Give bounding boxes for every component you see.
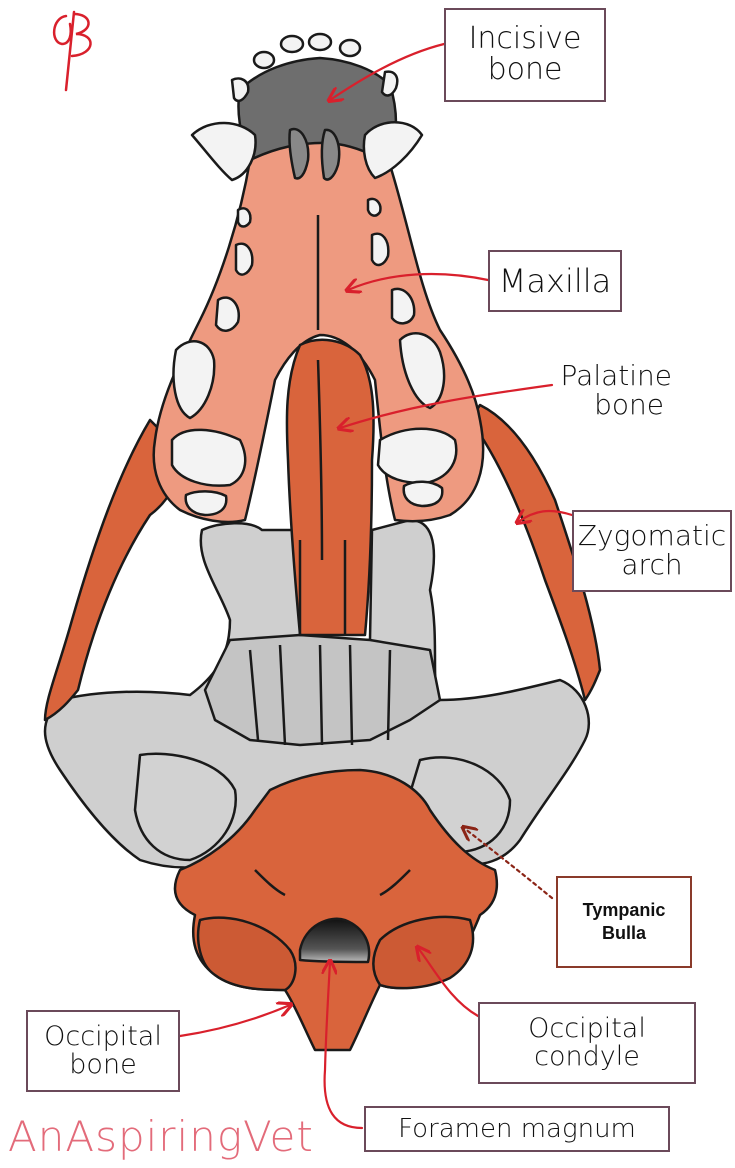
label-palatine-bone-line1: Palatine — [560, 359, 672, 392]
arrow-occipital-condyle — [418, 948, 480, 1018]
label-tympanic-bulla-line2: Bulla — [601, 923, 646, 943]
label-incisive-bone: Incisive bone — [444, 8, 606, 102]
label-occipital-condyle-line1: Occipital — [528, 1013, 646, 1045]
arrow-foramen-magnum — [325, 962, 364, 1130]
label-occipital-condyle-line2: condyle — [534, 1041, 640, 1072]
label-incisive-bone-line1: Incisive — [468, 21, 582, 57]
initials-mark — [53, 10, 92, 92]
label-foramen-magnum-line1: Foramen magnum — [398, 1113, 636, 1144]
label-foramen-magnum: Foramen magnum — [364, 1106, 670, 1152]
maxilla-region — [152, 138, 485, 524]
label-occipital-condyle: Occipital condyle — [478, 1002, 696, 1084]
label-occipital-bone-line1: Occipital — [44, 1021, 162, 1053]
label-occipital-bone: Occipital bone — [26, 1010, 180, 1092]
arrow-incisive-bone — [330, 42, 446, 100]
teeth — [170, 32, 458, 517]
label-palatine-bone-line2: bone — [594, 387, 664, 421]
cranium-grey-region — [43, 518, 591, 869]
label-tympanic-bulla: Tympanic Bulla — [556, 876, 692, 968]
label-incisive-bone-line2: bone — [487, 52, 563, 87]
label-occipital-bone-line2: bone — [69, 1049, 137, 1080]
zygomatic-arches — [43, 403, 602, 722]
arrow-zygomatic-arch — [518, 511, 574, 522]
arrow-palatine-bone — [340, 383, 554, 428]
label-maxilla: Maxilla — [488, 250, 622, 312]
arrow-occipital-bone — [178, 1005, 290, 1038]
label-zygomatic-arch-line2: arch — [621, 548, 683, 581]
label-zygomatic-arch-line1: Zygomatic — [577, 519, 727, 553]
author-signature: AnAspiringVet — [8, 1112, 314, 1161]
arrows — [178, 42, 574, 1130]
label-maxilla-line1: Maxilla — [498, 261, 612, 300]
arrow-tympanic-bulla — [464, 828, 554, 900]
arrow-maxilla — [348, 272, 490, 290]
label-zygomatic-arch: Zygomatic arch — [572, 510, 732, 592]
palatine-region — [285, 338, 375, 637]
label-palatine-bone: Palatine bone — [550, 359, 672, 421]
incisive-region — [237, 56, 398, 181]
label-tympanic-bulla-line1: Tympanic — [582, 899, 666, 920]
